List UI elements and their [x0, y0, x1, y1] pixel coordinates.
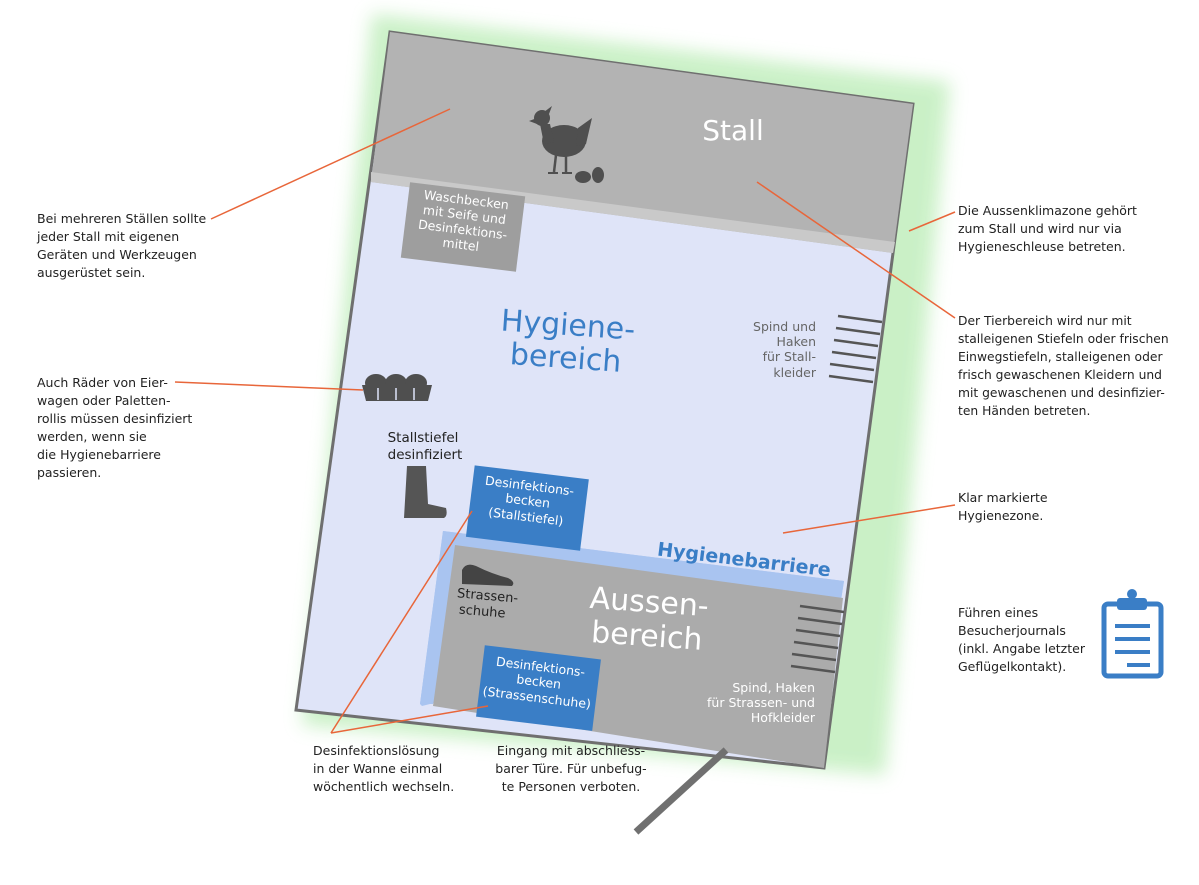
hygiene-label-line2: bereich — [509, 337, 623, 380]
annotation-wheels-line2: wagen oder Paletten- — [37, 393, 171, 408]
annotation-climate-line1: Die Aussenklimazone gehört — [958, 203, 1137, 218]
hen-icon — [529, 106, 592, 174]
annotation-entrance-line3: te Personen verboten. — [501, 779, 641, 794]
aussen-label-line1: Aussen- — [589, 581, 710, 624]
annotation-wheels-line5: die Hygienebarriere — [37, 447, 161, 462]
annotation-entrance-line2: barer Türe. Für unbefug- — [495, 761, 647, 776]
leader-solution — [330, 510, 473, 734]
locker-street-line2: für Strassen- und — [707, 695, 815, 710]
boots-line2: desinfiziert — [388, 447, 463, 463]
stall-edge-strip — [371, 172, 895, 253]
disinfect-shoes-line2: becken — [516, 671, 562, 691]
disinfection-basin-boots — [465, 465, 589, 551]
locker-stall-line4: kleider — [773, 365, 817, 380]
annotation-solution-line1: Desinfektionslösung — [313, 743, 440, 758]
annotation-journal-line1: Führen eines — [958, 605, 1039, 620]
locker-stall-line1: Spind und — [753, 319, 816, 334]
annotation-climate-line3: Hygieneschleuse betreten. — [958, 239, 1126, 254]
egg-tray-icon — [362, 374, 432, 401]
annotation-animal-line5: mit gewaschenen und desinfizier- — [958, 386, 1165, 400]
annotation-journal: Führen eines Besucherjournals (inkl. Ang… — [958, 604, 1085, 676]
hygiene-barrier-band — [420, 531, 844, 704]
annotation-animal-line3: Einwegstiefeln, stalleigenen oder — [958, 350, 1163, 364]
annotation-stalls: Bei mehreren Ställen sollte jeder Stall … — [37, 210, 206, 282]
annotation-stalls-line1: Bei mehreren Ställen sollte — [37, 211, 207, 226]
eggs-icon — [575, 167, 604, 183]
annotation-climate: Die Aussenklimazone gehört zum Stall und… — [958, 202, 1137, 256]
leader-stalls — [210, 108, 451, 220]
washbasin — [400, 182, 526, 272]
street-shoe-icon — [462, 564, 514, 586]
annotation-wheels-line6: passieren. — [37, 465, 102, 480]
annotation-entrance-line1: Eingang mit abschliess- — [496, 743, 646, 758]
leader-lines — [174, 108, 956, 734]
disinfect-boots-line2: becken — [505, 490, 551, 510]
annotation-wheels-line4: werden, wenn sie — [37, 429, 147, 444]
disinfection-basin-shoes — [476, 645, 601, 731]
street-shoes-line1: Strassen- — [456, 586, 519, 606]
annotation-journal-line3: (inkl. Angabe letzter — [958, 641, 1085, 656]
annotation-wheels-line3: rollis müssen desinfiziert — [37, 411, 193, 426]
locker-street-label: Spind, Haken für Strassen- und Hofkleide… — [707, 680, 816, 725]
annotation-animal-line4: frisch gewaschenen Kleidern und — [958, 368, 1162, 382]
locker-street-hooks — [790, 604, 845, 674]
annotation-entrance: Eingang mit abschliess- barer Türe. Für … — [486, 742, 656, 796]
locker-stall-line3: für Stall- — [763, 349, 816, 364]
annotation-animal-area: Der Tierbereich wird nur mit stalleigene… — [958, 312, 1169, 420]
boots-line1: Stallstiefel — [388, 430, 459, 446]
leader-climate — [908, 211, 956, 232]
annotation-wheels: Auch Räder von Eier- wagen oder Paletten… — [37, 374, 192, 482]
boots-label: Stallstiefel desinfiziert — [388, 430, 463, 463]
street-shoes-line2: schuhe — [458, 603, 506, 622]
leader-animal — [756, 181, 956, 319]
locker-stall-label: Spind und Haken für Stall- kleider — [753, 319, 817, 380]
washbasin-line4: mittel — [442, 235, 480, 254]
annotation-stalls-line2: jeder Stall mit eigenen — [37, 229, 180, 244]
annotation-journal-line2: Besucherjournals — [958, 623, 1066, 638]
locker-stall-line2: Haken — [777, 334, 816, 349]
locker-street-line1: Spind, Haken — [732, 680, 815, 695]
annotation-journal-line4: Geflügelkontakt). — [958, 659, 1067, 674]
washbasin-label: Waschbecken mit Seife und Desinfektions-… — [417, 187, 509, 254]
annotation-climate-line2: zum Stall und wird nur via — [958, 221, 1122, 236]
leader-solution-2 — [330, 705, 489, 734]
stall-label: Stall — [702, 114, 763, 147]
annotation-stalls-line4: ausgerüstet sein. — [37, 265, 146, 280]
leader-wheels — [174, 381, 364, 391]
annotation-zone-line2: Hygienezone. — [958, 508, 1044, 523]
annotation-animal-line1: Der Tierbereich wird nur mit — [958, 314, 1132, 328]
annotation-solution-line2: in der Wanne einmal — [313, 761, 443, 776]
clipboard-icon — [1101, 589, 1164, 679]
annotation-solution: Desinfektionslösung in der Wanne einmal … — [313, 742, 454, 796]
aussen-label-line2: bereich — [590, 615, 704, 658]
annotation-zone: Klar markierte Hygienezone. — [958, 489, 1048, 525]
entrance-door[interactable] — [633, 747, 729, 835]
boot-icon — [404, 466, 447, 518]
annotation-animal-line6: ten Händen betreten. — [958, 404, 1091, 418]
locker-stall-hooks — [828, 314, 883, 384]
leader-zone — [782, 504, 956, 534]
annotation-wheels-line1: Auch Räder von Eier- — [37, 375, 168, 390]
street-shoes-label: Strassen- schuhe — [456, 586, 519, 622]
hygiene-label: Hygiene- bereich — [500, 303, 637, 380]
locker-street-line3: Hofkleider — [751, 710, 816, 725]
annotation-animal-line2: stalleigenen Stiefeln oder frischen — [958, 332, 1169, 346]
annotation-solution-line3: wöchentlich wechseln. — [313, 779, 455, 794]
annotation-stalls-line3: Geräten und Werkzeugen — [37, 247, 197, 262]
annotation-zone-line1: Klar markierte — [958, 490, 1048, 505]
aussen-label: Aussen- bereich — [589, 581, 710, 658]
